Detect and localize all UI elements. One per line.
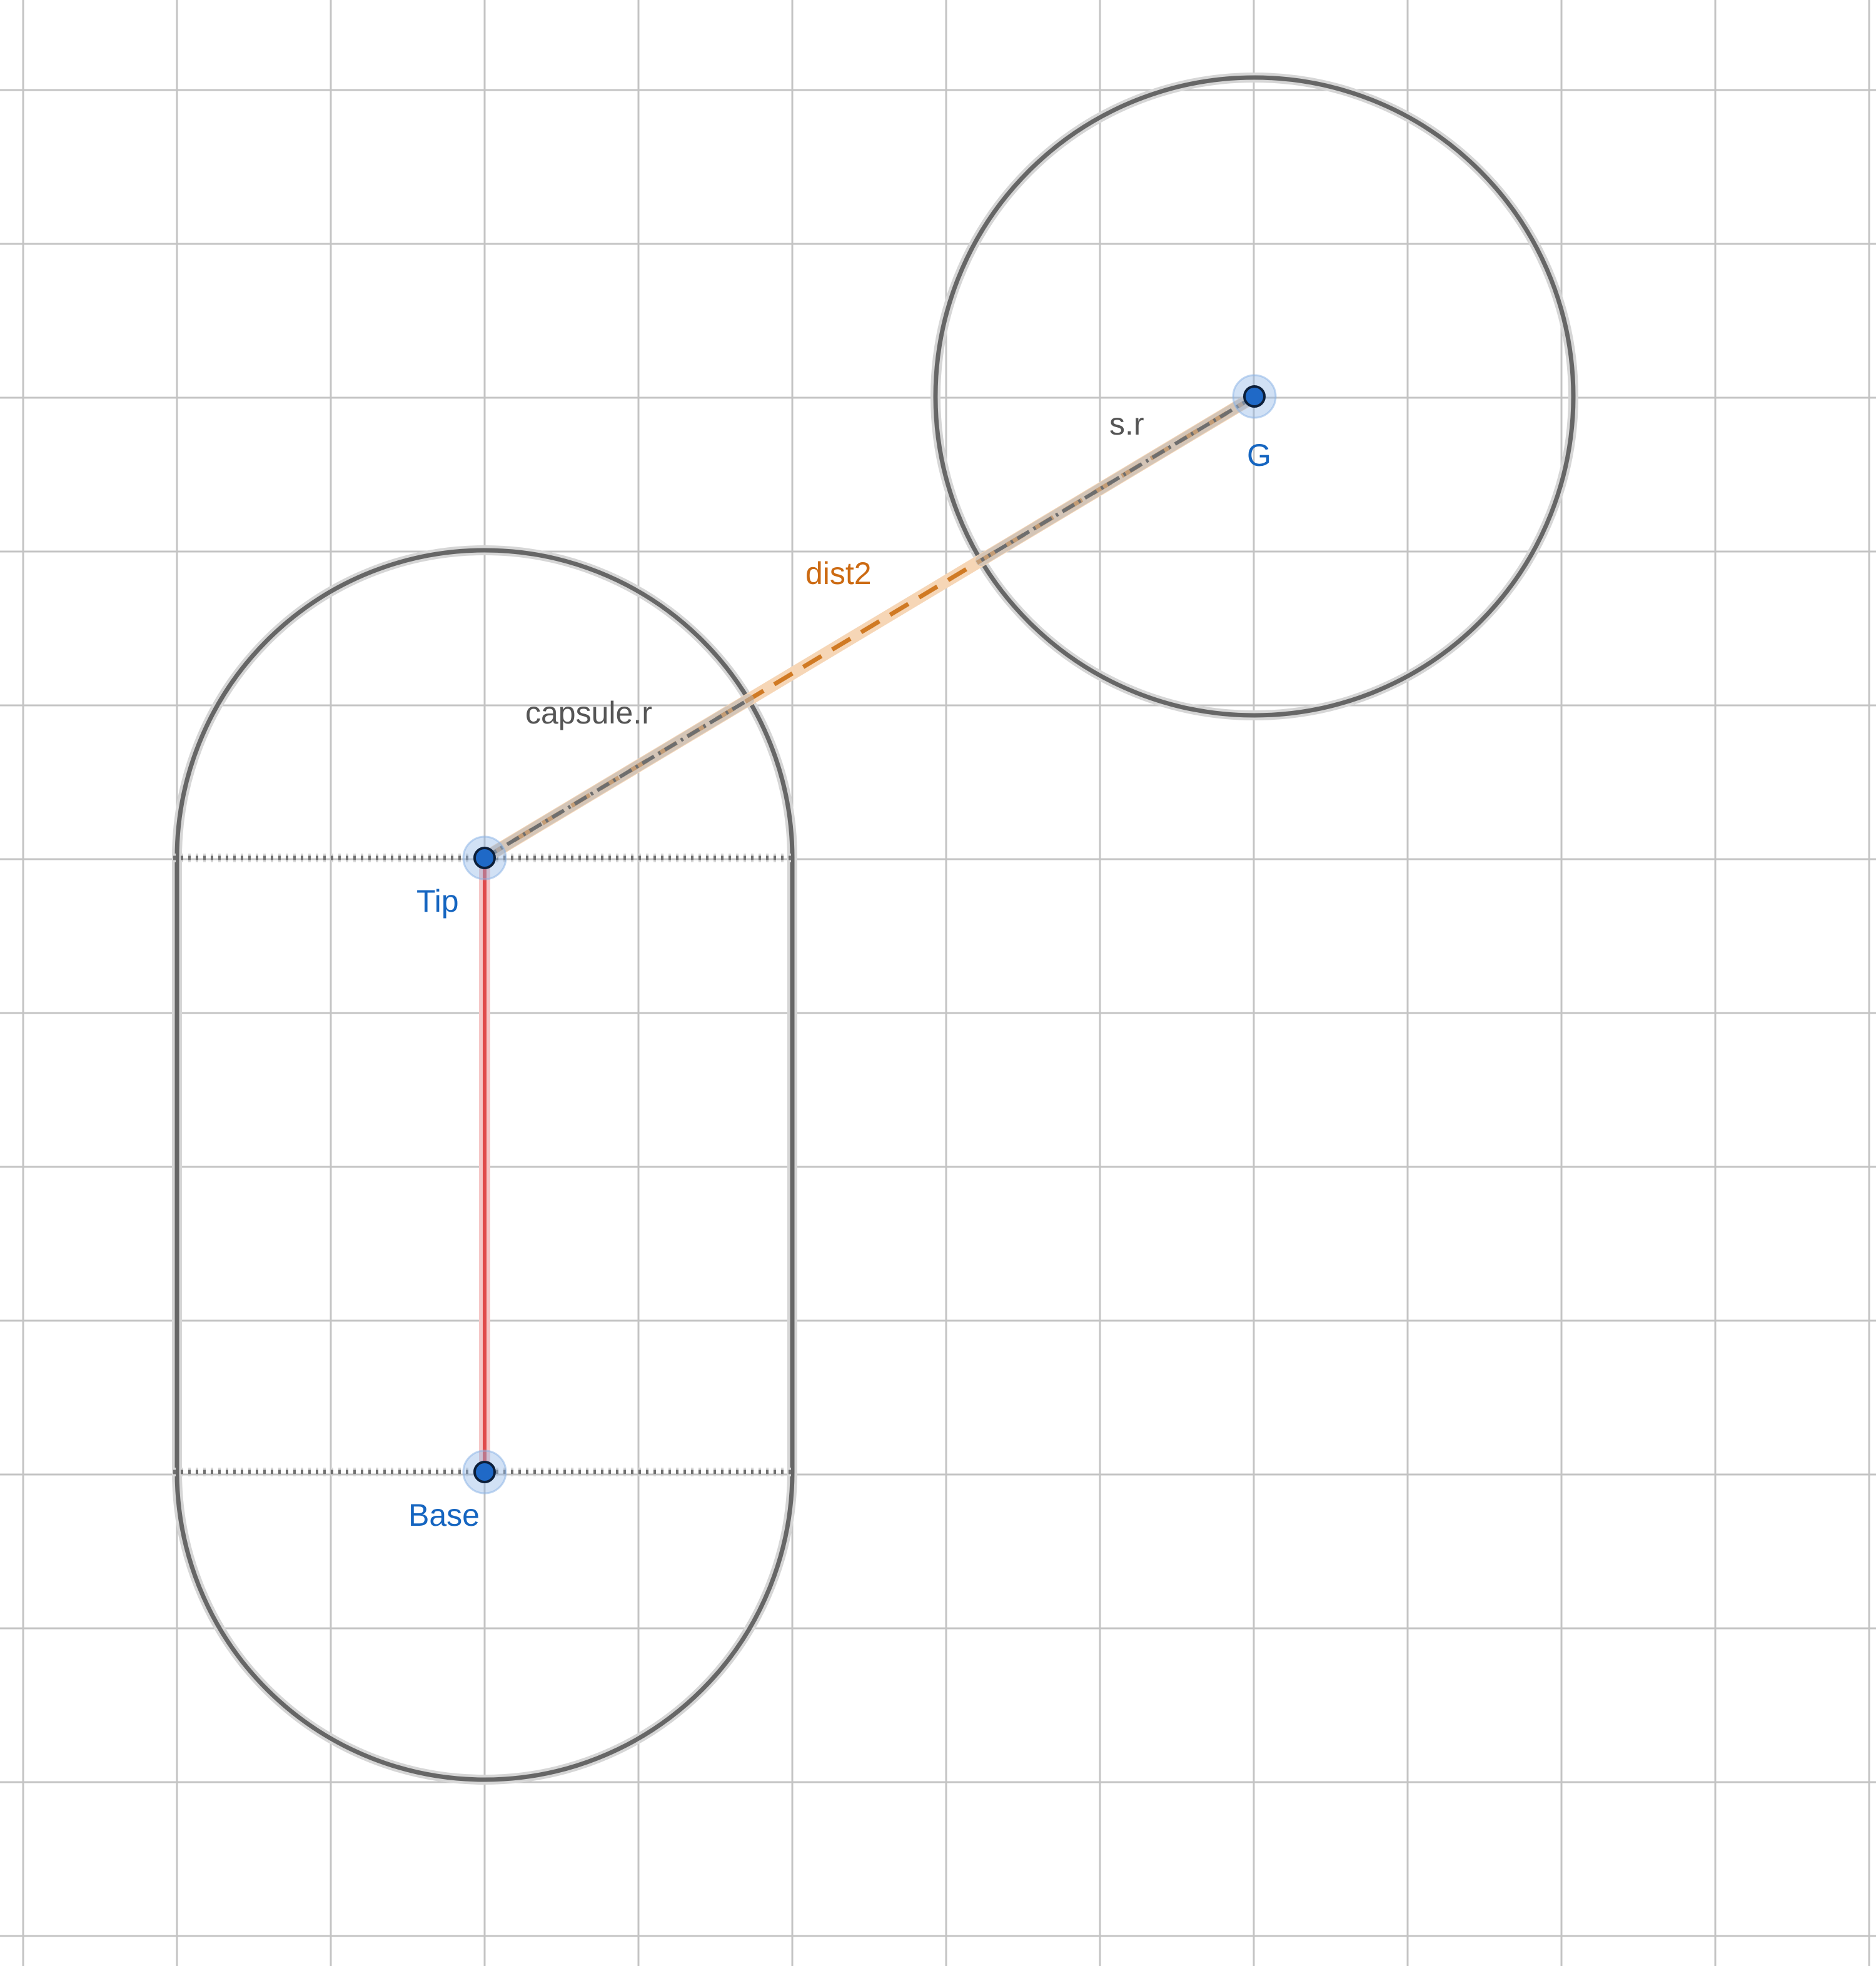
point-base[interactable] bbox=[462, 1449, 507, 1495]
point-tip[interactable] bbox=[462, 835, 507, 880]
sphere-circle bbox=[933, 75, 1576, 718]
label-sphere-radius: s.r bbox=[1109, 406, 1144, 441]
point-base-marker[interactable] bbox=[473, 1461, 496, 1483]
sphere bbox=[930, 73, 1578, 720]
sphere-radius-line bbox=[980, 395, 1256, 562]
capsule-radius-line bbox=[483, 698, 750, 860]
point-tip-marker[interactable] bbox=[473, 847, 496, 869]
label-dist2: dist2 bbox=[805, 556, 872, 591]
capsule bbox=[172, 545, 797, 1785]
capsule-outline bbox=[174, 548, 795, 1782]
label-capsule-radius: capsule.r bbox=[525, 695, 652, 730]
label-base: Base bbox=[408, 1498, 480, 1533]
label-tip: Tip bbox=[416, 884, 459, 919]
point-g-marker[interactable] bbox=[1243, 385, 1266, 408]
point-g[interactable] bbox=[1232, 374, 1277, 419]
label-g: G bbox=[1247, 438, 1271, 473]
